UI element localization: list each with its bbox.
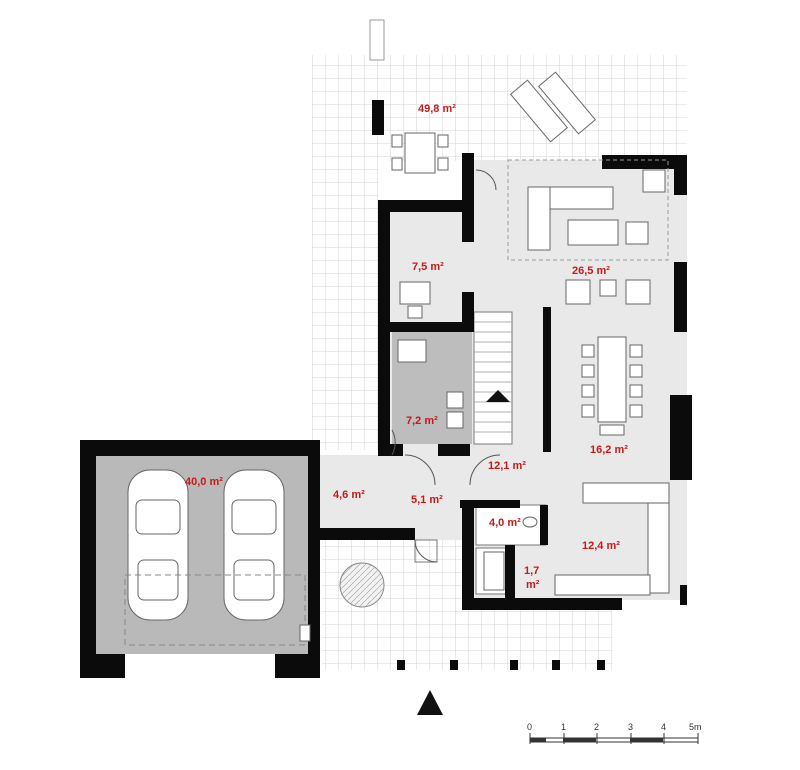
scale-tick-4: 4 [661,722,666,732]
area-label-pantry-line2: m² [526,579,540,591]
area-label-pantry-line1: 1,7 [524,565,539,577]
area-label-hallway: 4,6 m² [333,489,365,501]
area-labels: 49,8 m² 26,5 m² 7,5 m² 7,2 m² 40,0 m² 4,… [185,103,628,591]
area-label-terrace: 49,8 m² [418,103,456,115]
scale-tick-2: 2 [594,722,599,732]
garage [80,440,320,678]
scale-bar: 0 1 2 3 4 5m [527,722,702,744]
walls [320,100,692,670]
area-label-garage: 40,0 m² [185,476,223,488]
car-right [223,469,285,621]
area-label-room-7-5: 7,5 m² [412,261,444,273]
area-label-utility-room: 7,2 m² [406,415,438,427]
area-label-kitchen: 12,4 m² [582,540,620,552]
north-arrow-icon [417,690,443,715]
area-label-bathroom: 4,0 m² [489,517,521,529]
staircase [473,311,513,445]
area-label-dining-room: 16,2 m² [590,444,628,456]
scale-tick-0: 0 [527,722,532,732]
doors [391,169,501,563]
area-label-living-room: 26,5 m² [572,265,610,277]
area-label-vestibule: 5,1 m² [411,494,443,506]
scale-tick-5: 5m [689,722,702,732]
furniture [339,71,670,608]
scale-tick-1: 1 [561,722,566,732]
car-left [127,469,189,621]
area-label-hall: 12,1 m² [488,460,526,472]
scale-tick-3: 3 [628,722,633,732]
